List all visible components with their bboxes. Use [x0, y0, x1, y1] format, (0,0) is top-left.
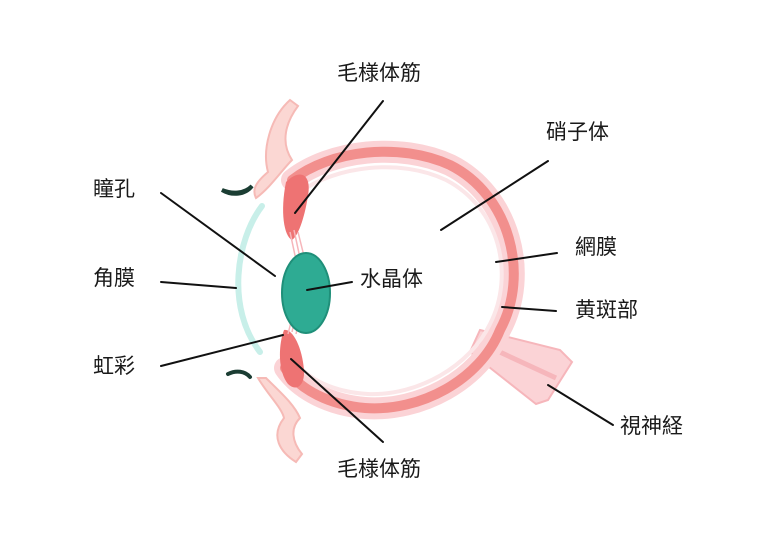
inner-retina	[292, 165, 504, 397]
label-optic-nerve: 視神経	[620, 414, 683, 438]
upper-eyelid	[253, 98, 300, 200]
label-lens: 水晶体	[360, 267, 423, 291]
label-iris: 虹彩	[93, 354, 135, 378]
leader-lines	[160, 100, 614, 443]
label-ciliary-muscle-top: 毛様体筋	[337, 61, 421, 85]
lower-eyelash	[226, 369, 252, 379]
lower-eyelid	[256, 377, 304, 464]
upper-eyelash	[220, 184, 254, 196]
ciliary-body-upper	[283, 174, 309, 240]
leader-lens	[306, 281, 353, 291]
leader-ciliary-bottom	[290, 358, 384, 443]
leader-optic-nerve	[547, 384, 614, 426]
label-retina: 網膜	[575, 235, 617, 259]
label-macula: 黄斑部	[575, 298, 638, 322]
leader-vitreous	[440, 160, 549, 231]
leader-cornea	[160, 281, 237, 289]
retina-band	[280, 146, 519, 414]
label-ciliary-muscle-bottom: 毛様体筋	[337, 457, 421, 481]
leader-pupil	[160, 192, 276, 277]
label-pupil: 瞳孔	[93, 177, 135, 201]
cornea	[235, 203, 265, 355]
leader-iris	[160, 334, 284, 367]
lens	[281, 252, 331, 334]
leader-retina	[495, 252, 558, 263]
label-cornea: 角膜	[93, 266, 135, 290]
label-vitreous: 硝子体	[546, 120, 609, 144]
leader-macula	[501, 306, 557, 312]
leader-ciliary-top	[294, 100, 384, 214]
